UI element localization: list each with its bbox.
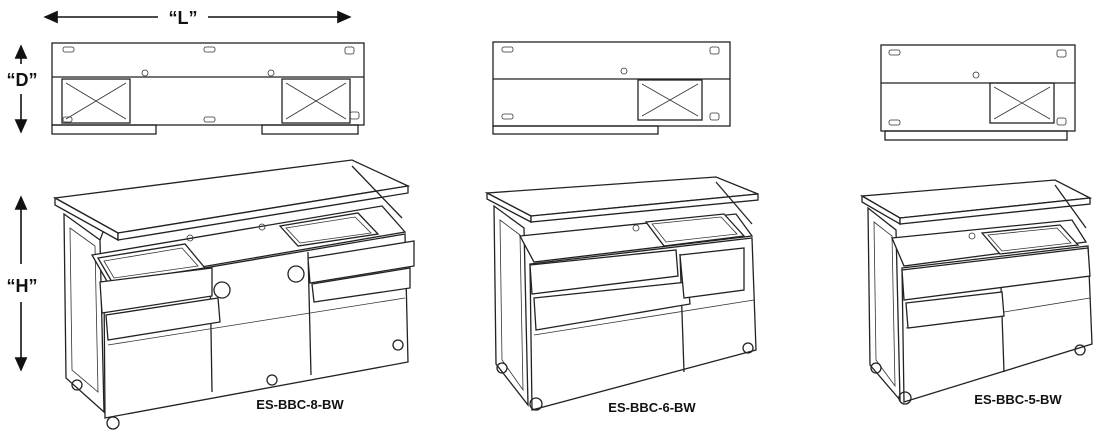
sink-icon	[637, 79, 703, 121]
model-label-8ft: ES-BBC-8-BW	[256, 397, 344, 412]
caster-icon	[898, 391, 912, 405]
caster-icon	[1074, 344, 1086, 356]
top-view-8ft	[51, 42, 365, 135]
caster-icon	[742, 342, 754, 354]
caster-icon	[106, 416, 120, 430]
model-label-5ft: ES-BBC-5-BW	[974, 392, 1062, 407]
cart-illustration-5ft	[859, 179, 1093, 405]
height-dimension: “H”	[7, 195, 38, 372]
cart-illustration-8ft	[52, 159, 415, 430]
height-label: “H”	[7, 276, 38, 296]
sink-icon	[61, 78, 131, 124]
top-view-6ft	[492, 41, 731, 135]
sink-icon	[989, 82, 1055, 124]
caster-icon	[266, 374, 278, 386]
sink-icon	[980, 224, 1080, 255]
model-label-6ft: ES-BBC-6-BW	[608, 400, 696, 415]
caster-icon	[870, 362, 882, 374]
sink-icon	[281, 78, 351, 124]
sink-icon	[278, 212, 380, 247]
sink-icon	[644, 213, 746, 247]
top-view-5ft	[880, 44, 1076, 141]
cart-illustration-6ft	[484, 176, 759, 411]
caster-icon	[529, 397, 543, 411]
caster-icon	[496, 362, 508, 374]
depth-label: “D”	[7, 70, 38, 90]
depth-dimension: “D”	[7, 44, 38, 134]
caster-icon	[392, 339, 404, 351]
length-label: “L”	[169, 8, 198, 28]
caster-icon	[71, 379, 83, 391]
length-dimension: “L”	[43, 8, 352, 28]
